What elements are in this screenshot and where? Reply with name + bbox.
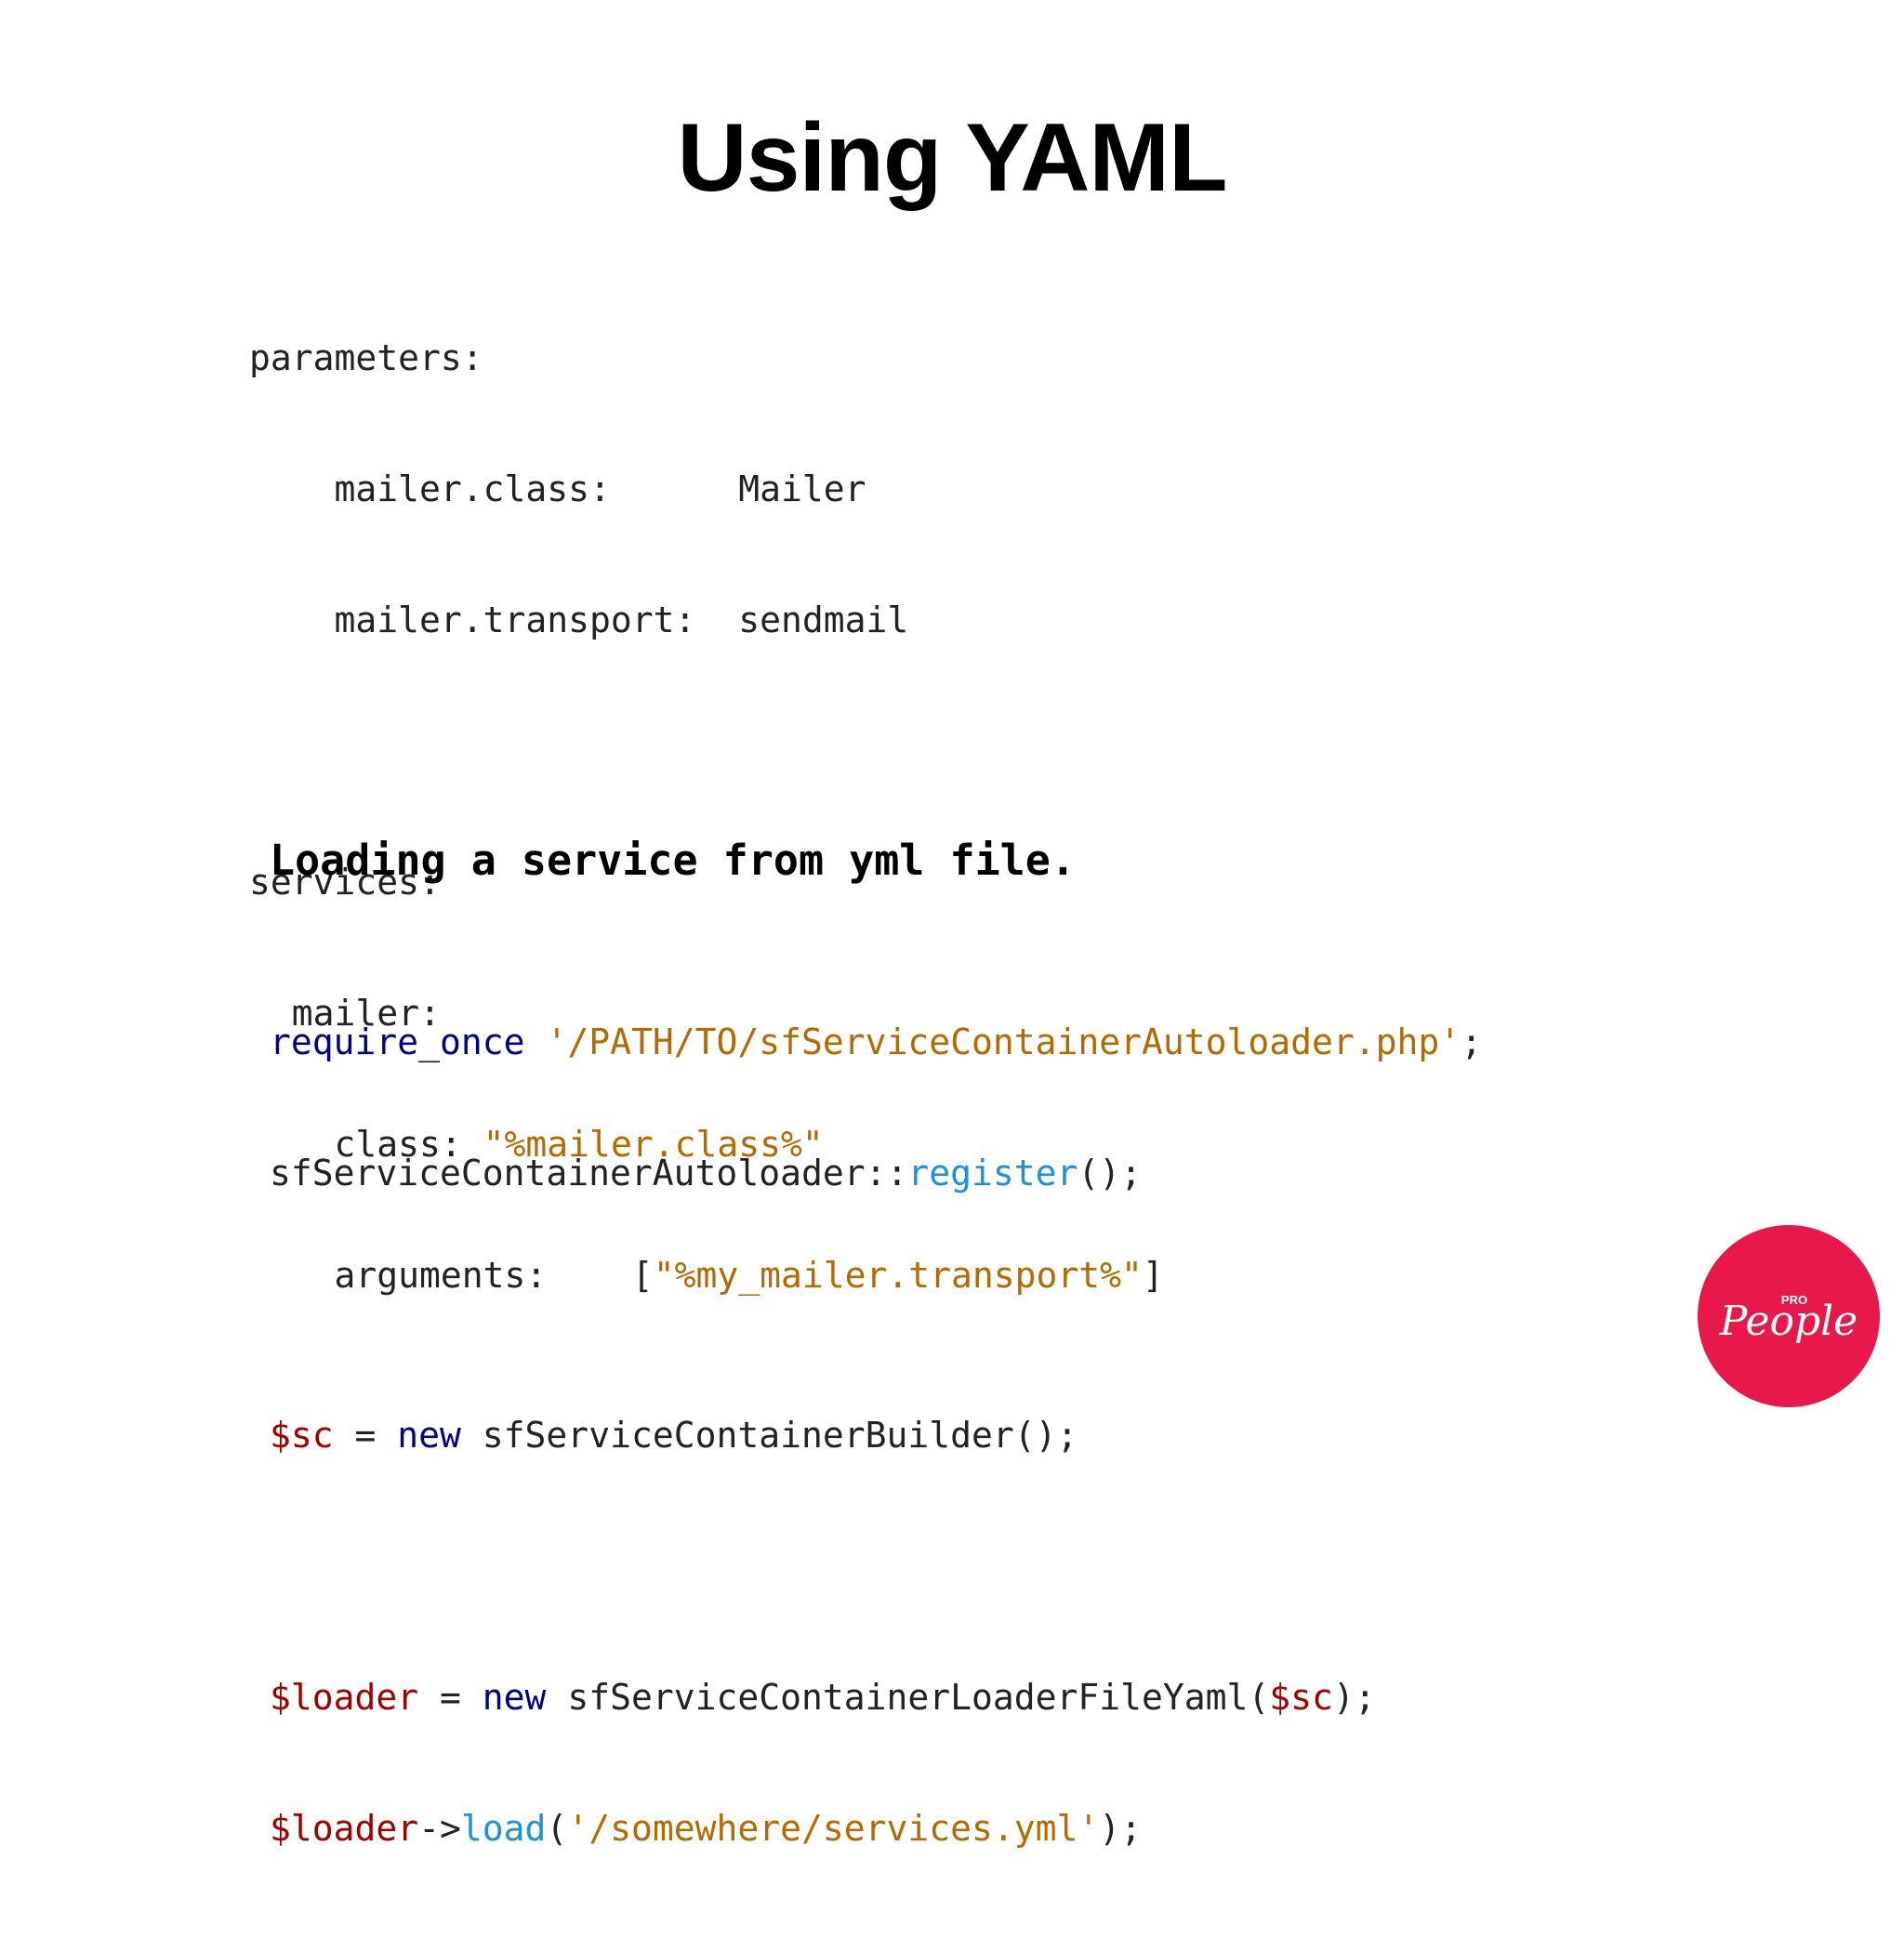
php-code-block: require_once '/PATH/TO/sfServiceContaine… [270,933,1482,1938]
php-punct: ( [546,1808,568,1849]
yaml-key: mailer.transport: [249,600,739,640]
php-heading: Loading a service from yml file. [270,836,1076,885]
php-function: register [907,1153,1078,1193]
php-line: $sc = new sfServiceContainerBuilder(); [270,1414,1482,1457]
php-class: sfServiceContainerAutoloader:: [270,1153,908,1193]
yaml-text: parameters: [249,337,483,378]
propeople-logo: PRO People [1698,1225,1880,1407]
yaml-blank-line [249,730,1164,773]
yaml-string: "%mailer.class%" [483,1124,824,1165]
yaml-value: sendmail [738,600,909,640]
yaml-string: "%my_mailer.transport%" [653,1255,1143,1296]
php-punct: ); [1332,1677,1376,1718]
logo-script-text: People [1719,1298,1858,1345]
yaml-bracket: ] [1142,1255,1164,1296]
php-line: $loader->load('/somewhere/services.yml')… [270,1807,1482,1851]
php-punct: (); [1078,1153,1143,1193]
yaml-line: services: [249,861,1164,904]
php-line: sfServiceContainerAutoloader::register()… [270,1152,1482,1195]
yaml-line: mailer.transport: sendmail [249,599,1164,642]
php-space [525,1022,547,1062]
php-variable: $loader [270,1808,419,1849]
php-punct: ; [1461,1022,1483,1062]
yaml-text: services: [249,862,441,903]
yaml-line: mailer.class: Mailer [249,468,1164,511]
yaml-line: arguments: ["%my_mailer.transport%"] [249,1254,1164,1298]
php-line: require_once '/PATH/TO/sfServiceContaine… [270,1021,1482,1064]
php-class: sfServiceContainerBuilder(); [460,1415,1078,1456]
yaml-key: class: [249,1124,483,1165]
yaml-line: mailer: [249,992,1164,1035]
yaml-key: arguments: [ [249,1255,654,1296]
yaml-line: class: "%mailer.class%" [249,1123,1164,1167]
php-variable: $sc [270,1415,334,1456]
php-class: sfServiceContainerLoaderFileYaml( [546,1677,1270,1718]
slide: Using YAML parameters: mailer.class: Mai… [249,104,1880,1849]
php-line: $loader = new sfServiceContainerLoaderFi… [270,1676,1482,1720]
php-operator: -> [418,1808,461,1849]
yaml-code-block: parameters: mailer.class: Mailer mailer.… [249,249,1164,1385]
php-keyword: require_once [270,1022,525,1062]
propeople-logo-mark: PRO People [1719,1293,1858,1345]
yaml-value: Mailer [738,468,866,509]
yaml-line: parameters: [249,336,1164,380]
php-string: '/PATH/TO/sfServiceContainerAutoloader.p… [546,1022,1461,1062]
php-punct: ); [1099,1808,1143,1849]
php-keyword: new [397,1415,461,1456]
php-blank-line [270,1545,1482,1589]
php-operator: = [418,1677,483,1718]
php-variable: $sc [1269,1677,1333,1718]
slide-title: Using YAML [677,104,1228,212]
php-keyword: new [482,1677,547,1718]
php-operator: = [333,1415,398,1456]
logo-small-text: PRO [1781,1293,1807,1307]
php-function: load [460,1808,547,1849]
yaml-text: mailer: [249,993,441,1034]
php-variable: $loader [270,1677,419,1718]
php-blank-line [270,1283,1482,1326]
yaml-key: mailer.class: [249,468,739,509]
php-string: '/somewhere/services.yml' [567,1808,1100,1849]
